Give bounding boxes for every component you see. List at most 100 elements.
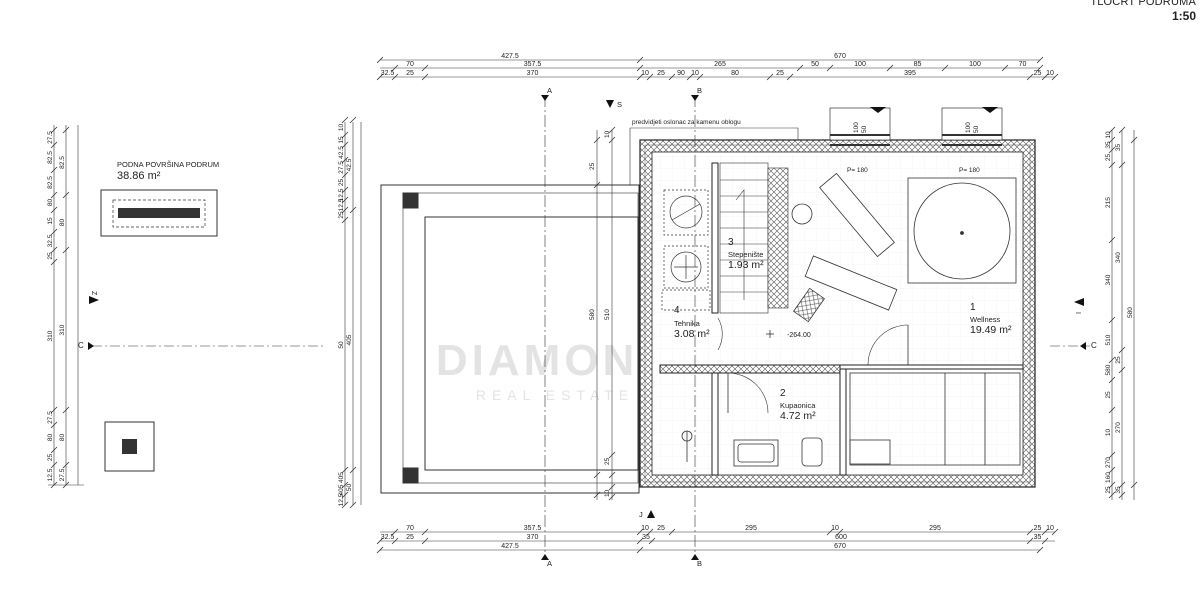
dimension-ticks-bottom	[376, 528, 1059, 554]
dimension-tick	[349, 206, 357, 214]
dimension-label: 160	[1105, 472, 1112, 483]
dimension-tick	[376, 73, 384, 81]
dimension-label: 405	[346, 334, 353, 345]
dimension-tick	[636, 537, 644, 545]
dimension-tick	[341, 171, 349, 179]
dimension-tick	[1051, 528, 1059, 536]
dimension-label: 10	[338, 124, 345, 132]
dimension-tick	[391, 537, 399, 545]
dimension-label: 670	[834, 543, 846, 550]
svg-text:3.08 m²: 3.08 m²	[674, 328, 710, 340]
dimension-tick	[341, 186, 349, 194]
dimension-tick	[341, 141, 349, 149]
dimension-label: 25	[47, 454, 54, 462]
dimension-label: 100	[969, 61, 981, 68]
dimension-label: 35	[1115, 486, 1122, 494]
dimension-tick	[341, 466, 349, 474]
dimension-tick	[1130, 481, 1138, 489]
dimension-tick	[636, 64, 644, 72]
dimension-tick	[696, 73, 704, 81]
dimension-tick	[50, 481, 58, 489]
dimension-tick	[608, 483, 616, 491]
dimension-label: 12.5	[47, 468, 54, 481]
dimension-tick	[349, 466, 357, 474]
dimension-tick	[1108, 136, 1116, 144]
svg-text:19.49 m²: 19.49 m²	[970, 324, 1012, 336]
section-mark-a-bottom: A	[547, 559, 552, 568]
dimension-tick	[1108, 491, 1116, 499]
dimension-tick	[421, 537, 429, 545]
dimension-ticks-right	[1108, 126, 1138, 499]
dimension-label: 10	[1046, 525, 1054, 532]
dimension-label: 27.5	[59, 468, 66, 481]
dimension-tick	[391, 64, 399, 72]
dimension-tick	[349, 501, 357, 509]
dimension-label: 50	[338, 341, 345, 349]
dimension-label: 70	[1019, 61, 1027, 68]
svg-text:25: 25	[604, 457, 611, 465]
dimension-label: 25	[338, 211, 345, 219]
svg-text:10: 10	[604, 489, 611, 497]
dimension-tick	[1001, 64, 1009, 72]
dimension-tick	[1118, 126, 1126, 134]
dimension-tick	[648, 537, 656, 545]
dimension-tick	[826, 64, 834, 72]
level-marker: -264.00	[766, 330, 811, 339]
dimension-label: 42.5	[346, 158, 353, 171]
dimension-label: 90	[677, 70, 685, 77]
window-left: 100 50 P= 180	[829, 107, 891, 174]
dimension-tick	[608, 451, 616, 459]
dimension-ticks-inner	[593, 126, 616, 501]
dimension-tick	[1041, 73, 1049, 81]
dimension-tick	[62, 481, 70, 489]
dimension-tick	[1108, 406, 1116, 414]
floor-area-legend: PODNA POVRŠINA PODRUM 38.86 m²	[100, 160, 219, 237]
dimension-label: 32.5	[47, 234, 54, 247]
dimension-tick	[1026, 528, 1034, 536]
dimension-label: 25	[406, 70, 414, 77]
dimension-tick	[349, 116, 357, 124]
dimension-label: 10	[1046, 70, 1054, 77]
dimension-tick	[1036, 56, 1044, 64]
dimension-tick	[1108, 466, 1116, 474]
window-sill-2: P= 180	[959, 167, 980, 174]
dimension-tick	[608, 126, 616, 134]
dimension-labels-inner: 25 580 510 10 25 10	[589, 130, 611, 497]
dimension-tick	[593, 136, 601, 144]
dimension-label: 80	[731, 70, 739, 77]
room-2-kupaonica: 2 Kupaonica 4.72 m²	[780, 388, 816, 422]
dimension-tick	[62, 191, 70, 199]
section-mark-c-left: C	[78, 341, 84, 350]
dimension-label: 10	[641, 70, 649, 77]
section-mark-j: J	[639, 510, 655, 519]
dimension-label: 10	[641, 525, 649, 532]
dimension-label: 100	[854, 61, 866, 68]
dimension-label: 10	[1105, 429, 1112, 437]
dimension-tick	[1026, 73, 1034, 81]
svg-text:J: J	[639, 510, 643, 519]
interior-walls	[659, 162, 1024, 476]
dimension-label: 50	[811, 61, 819, 68]
dimension-label: 42.5	[338, 146, 345, 159]
dimension-label: 310	[47, 330, 54, 341]
dimension-tick	[1036, 64, 1044, 72]
dimension-tick	[1041, 537, 1049, 545]
dimension-tick	[668, 73, 676, 81]
dimension-tick	[668, 528, 676, 536]
window-width: 100	[853, 122, 860, 133]
dimension-tick	[341, 196, 349, 204]
dimension-tick	[796, 64, 804, 72]
window-height: 50	[861, 125, 868, 133]
dimension-label: 340	[1105, 274, 1112, 285]
dimension-tick	[1118, 161, 1126, 169]
dimension-tick	[341, 116, 349, 124]
dimension-tick	[341, 481, 349, 489]
svg-text:100: 100	[965, 122, 972, 133]
dimension-label: 340	[1115, 252, 1122, 263]
section-mark-a-top: A	[547, 86, 552, 95]
dimension-tick	[636, 546, 644, 554]
section-mark-c-right: C	[1091, 341, 1097, 350]
dimension-tick	[1036, 546, 1044, 554]
dimension-tick	[646, 528, 654, 536]
dimension-tick	[608, 136, 616, 144]
